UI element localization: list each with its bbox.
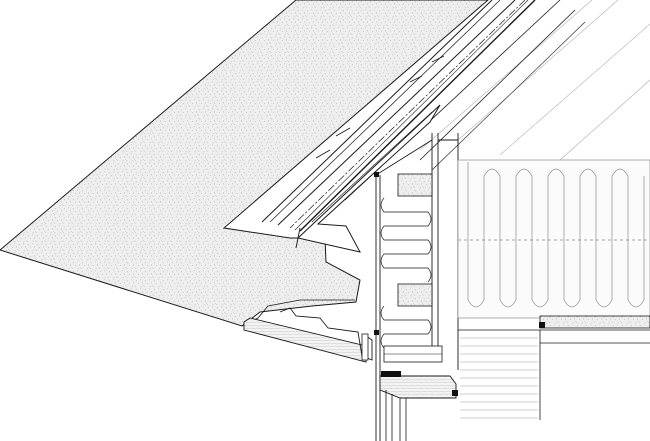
fascia-profile	[279, 307, 373, 361]
window-head-frame	[379, 375, 457, 399]
floor-insulation-zone	[457, 159, 650, 319]
soffit-board	[243, 317, 367, 363]
wall-mid-plate	[397, 283, 433, 307]
wall-top-plate	[397, 173, 433, 197]
concrete-roof-slab	[0, 0, 489, 327]
steel-connectors	[374, 172, 545, 396]
floor-beam	[539, 315, 650, 329]
window-mullion	[385, 390, 407, 441]
rafter-inner-line	[311, 111, 433, 223]
construction-lines	[419, 0, 650, 161]
floor-batt-insulation	[458, 162, 650, 308]
rafter-frame	[296, 104, 441, 253]
roof-membrane-layers	[261, 0, 586, 232]
floor-boarding	[460, 337, 538, 419]
wall-batt-insulation	[380, 197, 432, 349]
fascia-cap	[361, 333, 369, 361]
